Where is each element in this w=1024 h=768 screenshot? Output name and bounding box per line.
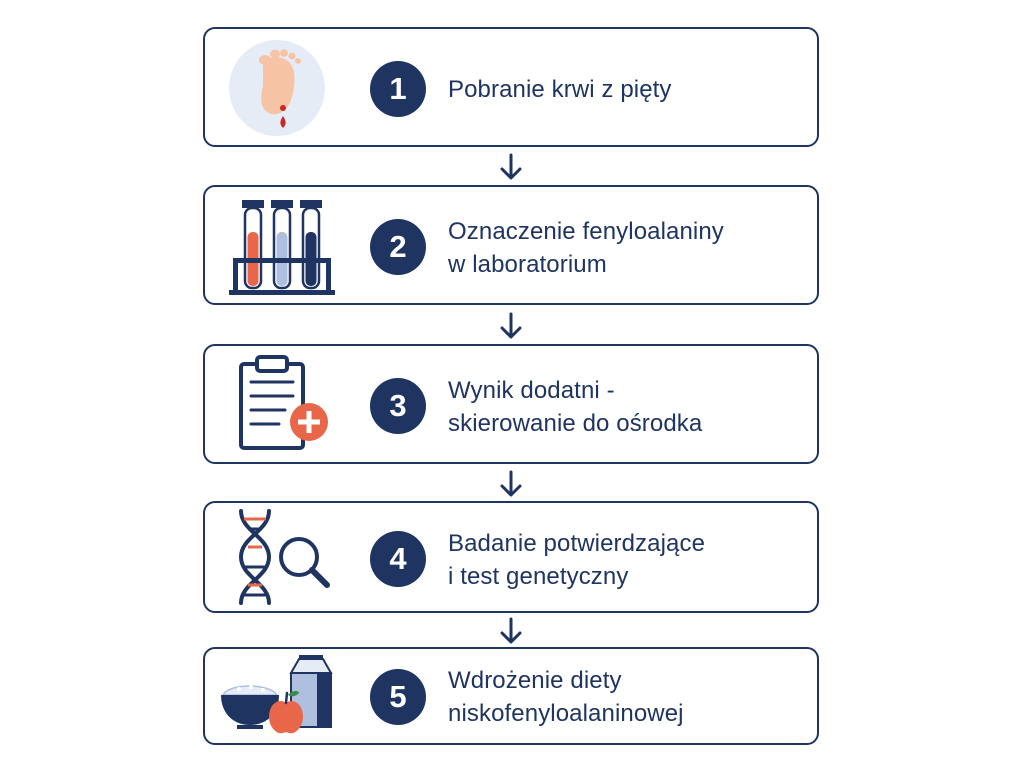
down-arrow-icon xyxy=(497,152,525,182)
step-number-1: 1 xyxy=(370,61,426,117)
step-number-2: 2 xyxy=(370,219,426,275)
diet-food-icon xyxy=(219,649,339,743)
step-card-5: 5 Wdrożenie diety niskofenyloalaninowej xyxy=(203,647,819,745)
step-5-line-2: niskofenyloalaninowej xyxy=(448,700,684,727)
step-1-line-1: Pobranie krwi z pięty xyxy=(448,76,672,103)
step-3-line-2: skierowanie do ośrodka xyxy=(448,410,703,437)
clipboard-plus-icon xyxy=(219,354,339,454)
step-4-line-2: i test genetyczny xyxy=(448,563,629,590)
step-card-2: 2 Oznaczenie fenyloalaniny w laboratoriu… xyxy=(203,185,819,305)
step-3-line-1: Wynik dodatni - xyxy=(448,377,615,404)
step-label-4: Badanie potwierdzające i test genetyczny xyxy=(448,527,803,593)
step-card-1: 1 Pobranie krwi z pięty xyxy=(203,27,819,147)
heel-blood-drop-icon xyxy=(219,38,339,138)
step-5-line-1: Wdrożenie diety xyxy=(448,667,622,694)
step-label-3: Wynik dodatni - skierowanie do ośrodka xyxy=(448,374,803,440)
down-arrow-icon xyxy=(497,311,525,341)
step-2-line-2: w laboratorium xyxy=(448,251,607,278)
step-label-2: Oznaczenie fenyloalaniny w laboratorium xyxy=(448,215,803,281)
step-label-1: Pobranie krwi z pięty xyxy=(448,73,803,106)
step-number-5: 5 xyxy=(370,669,426,725)
step-4-line-1: Badanie potwierdzające xyxy=(448,530,706,557)
down-arrow-icon xyxy=(497,469,525,499)
step-card-4: 4 Badanie potwierdzające i test genetycz… xyxy=(203,501,819,613)
step-number-3: 3 xyxy=(370,378,426,434)
step-2-line-1: Oznaczenie fenyloalaniny xyxy=(448,218,724,245)
down-arrow-icon xyxy=(497,616,525,646)
step-card-3: 3 Wynik dodatni - skierowanie do ośrodka xyxy=(203,344,819,464)
dna-magnifier-icon xyxy=(219,507,339,607)
test-tubes-icon xyxy=(219,196,339,296)
step-label-5: Wdrożenie diety niskofenyloalaninowej xyxy=(448,664,803,730)
step-number-4: 4 xyxy=(370,531,426,587)
